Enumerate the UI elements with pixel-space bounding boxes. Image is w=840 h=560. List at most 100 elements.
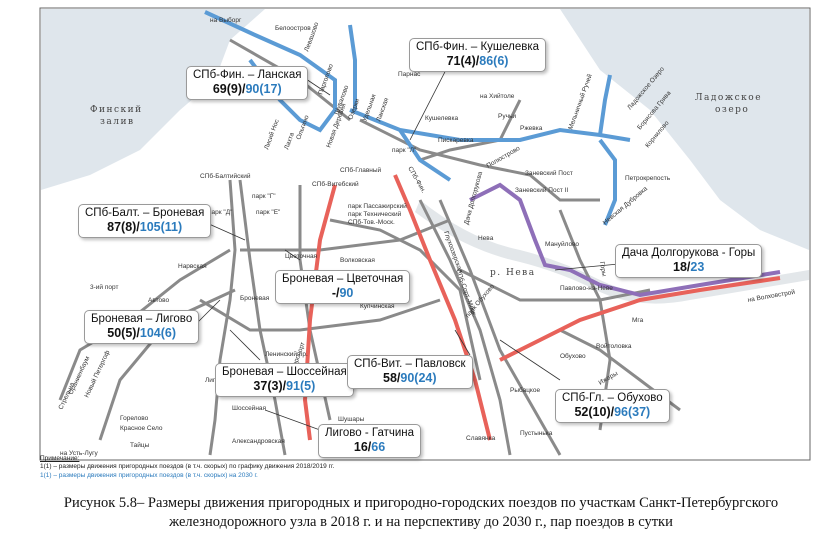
callout-title: СПб-Балт. – Броневая	[85, 207, 205, 219]
callout-value-2018: 69(9)/	[212, 82, 246, 97]
figure-caption: Рисунок 5.8– Размеры движения пригородны…	[63, 495, 779, 530]
callout-value-2018: 71(4)/	[446, 54, 480, 69]
callout-balt-bronevaya: СПб-Балт. – Броневая 87(8)/105(11)	[78, 204, 212, 238]
callout-value-2030: 90(17)	[245, 82, 282, 97]
station-label: Обухово	[560, 352, 586, 360]
callout-title: СПб-Вит. – Павловск	[354, 358, 466, 370]
callout-title: СПб-Фин. – Ланская	[193, 69, 302, 81]
callout-title: СПб-Фин. – Кушелевка	[416, 41, 540, 53]
station-label: парк "Г"	[252, 193, 276, 200]
callout-value-2030: 91(5)	[286, 379, 316, 394]
station-label: Ленинский пр.	[265, 350, 308, 358]
purple-line	[469, 182, 781, 298]
callout-bron-ligovo: Броневая – Лиговo 50(5)/104(6)	[84, 310, 200, 344]
station-label: Славянка	[466, 435, 496, 442]
callout-value-2018: 87(8)/	[107, 220, 140, 235]
station-label: Пискаревка	[438, 137, 474, 144]
neva-river	[415, 200, 809, 304]
station-label: на Выборг	[210, 16, 242, 24]
gray-lines	[58, 38, 681, 456]
station-label: Горелово	[120, 415, 149, 422]
station-label: Пустынька	[520, 430, 553, 437]
station-label: парк "Е"	[256, 209, 281, 216]
callout-title: Броневая – Лиговo	[91, 313, 193, 325]
railway-scheme-map: Финский залив Ладожское озеро р. Нева	[39, 7, 811, 461]
station-label: Шушары	[338, 416, 365, 423]
station-label: парк Пассажирский	[348, 202, 407, 210]
station-label: Нарвская	[178, 263, 207, 270]
callout-value-2030: 90	[339, 286, 354, 301]
callout-bron-shosseynaya: Броневая – Шоссейная 37(3)/91(5)	[215, 363, 354, 397]
station-label: Автово	[148, 297, 170, 304]
callout-ligovo-gatchina: Лигово - Гатчина 16/66	[318, 424, 422, 458]
callout-bron-tsvetochnaya: Броневая – Цветочная -/90	[275, 270, 411, 304]
callout-value-2030: 23	[690, 260, 705, 275]
station-label: Кушелевка	[425, 115, 458, 122]
note-line-2018: 1(1) – размеры движения пригородных поез…	[40, 463, 335, 471]
station-label: Войтоловка	[596, 342, 632, 350]
callout-value-2030: 96(37)	[614, 405, 651, 420]
station-label: Петрокрепость	[625, 175, 671, 182]
station-label: Красное Село	[120, 425, 163, 432]
gulf-label-2: залив	[100, 117, 135, 127]
red-lines	[302, 174, 781, 441]
lake-water	[560, 9, 809, 250]
callout-title: Броневая – Цветочная	[282, 273, 404, 285]
station-label: СПб-Главный	[340, 166, 382, 174]
note-line-2030: 1(1) – размеры движения пригородных поез…	[40, 471, 258, 479]
river-label: р. Нева	[490, 268, 536, 278]
callout-value-2018: -/	[331, 286, 340, 301]
callout-value-2030: 104(6)	[139, 326, 177, 341]
callout-fin-kushelevka: СПб-Фин. – Кушелевка 71(4)/86(6)	[409, 38, 547, 72]
callout-title: Дача Долгорукова - Горы	[622, 247, 756, 259]
station-label: Цветочная	[285, 253, 318, 260]
station-label: Заневский Пост II	[515, 186, 568, 194]
station-label: Волковская	[340, 257, 375, 264]
callout-value-2030: 86(6)	[479, 54, 509, 69]
lake-label-1: Ладожское	[695, 93, 762, 103]
callout-title: Броневая – Шоссейная	[222, 366, 347, 378]
station-label: Шоссейная	[232, 404, 267, 412]
callout-value-2018: 18/	[673, 260, 691, 275]
callout-dacha-gory: Дача Долгорукова - Горы 18/23	[615, 244, 763, 278]
station-label: Белоостров	[275, 25, 311, 32]
station-label: 3-ий порт	[90, 283, 118, 291]
callout-gl-obuhovo: СПб-Гл. – Обухово 52(10)/96(37)	[555, 389, 670, 423]
note-heading: Примечание:	[40, 455, 80, 462]
callout-fin-lanskaya: СПб-Фин. – Ланская 69(9)/90(17)	[186, 66, 309, 100]
callout-value-2018: 50(5)/	[107, 326, 140, 341]
station-label: Тайцы	[130, 441, 150, 449]
station-label: Горы	[598, 261, 608, 277]
station-label: Ржевка	[520, 125, 543, 132]
blue-lines	[204, 10, 631, 226]
lake-label-2: озеро	[715, 105, 749, 115]
legend-note: Примечание: 1(1) – размеры движения приг…	[40, 455, 460, 480]
station-label: Мга	[632, 317, 644, 324]
callout-pointers	[189, 61, 641, 431]
callout-value-2018: 52(10)/	[574, 405, 615, 420]
station-label: Нева	[478, 235, 494, 242]
station-label: Купчинская	[360, 303, 395, 310]
gulf-label-1: Финский	[90, 105, 143, 115]
callout-value-2018: 16/	[353, 440, 372, 455]
callout-value-2030: 90(24)	[400, 371, 437, 386]
callout-title: СПб-Гл. – Обухово	[562, 392, 663, 404]
callout-title: Лигово - Гатчина	[325, 427, 415, 439]
station-label: на Хийтоле	[480, 92, 515, 100]
station-label: парк "Л"	[392, 147, 417, 154]
callout-value-2030: 66	[371, 440, 386, 455]
station-label: парк Технический	[348, 210, 402, 218]
station-label: СПб-Тов.-Моск.	[348, 218, 395, 226]
station-label: СПб-Балтийский	[200, 172, 251, 180]
callout-value-2030: 105(11)	[139, 220, 183, 235]
station-label: Заневский Пост	[525, 169, 573, 177]
gulf-water	[41, 9, 265, 190]
station-label: Броневая	[240, 295, 270, 302]
station-label: СПб-Витебский	[312, 180, 359, 188]
station-label: Мануйлово	[545, 240, 579, 248]
station-label: парк "Д"	[208, 209, 233, 216]
station-label: Александровская	[232, 438, 285, 445]
station-label: Ручьи	[498, 113, 516, 120]
station-label: Павлово-на-Неве	[560, 285, 613, 292]
station-label: на Усть-Лугу	[60, 450, 98, 457]
